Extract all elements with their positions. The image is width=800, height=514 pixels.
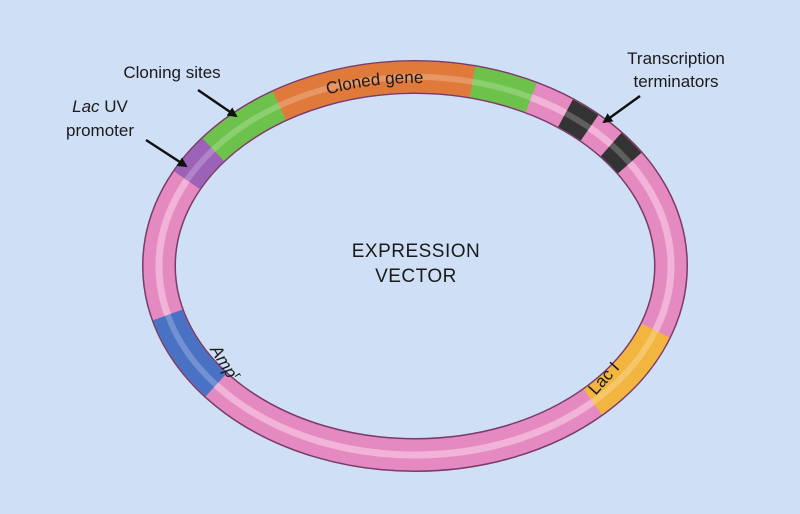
transcription-terminators-label-line2: terminators xyxy=(633,72,718,91)
terminator-segment-1-sheen xyxy=(564,110,592,131)
cloning-site-segment-left-sheen xyxy=(211,102,281,152)
cloning-site-segment-right xyxy=(469,66,537,113)
center-title-line1: EXPRESSION xyxy=(352,241,481,262)
cloning-site-segment-right-sheen xyxy=(472,78,533,101)
lac-i-segment xyxy=(583,323,670,415)
center-title-line2: VECTOR xyxy=(375,266,457,287)
promoter-segment xyxy=(174,138,225,190)
terminator-segment-2 xyxy=(600,132,642,174)
lac-i-segment-sheen xyxy=(591,329,659,405)
cloned-gene-segment-sheen xyxy=(278,73,474,109)
terminator-segment-1 xyxy=(558,99,599,141)
lac-uv-promoter-label-line1: Lac UV xyxy=(72,97,128,116)
lac-uv-promoter-label-line2: promoter xyxy=(66,121,134,140)
amp-resistance-segment xyxy=(153,309,227,397)
cloning-sites-arrow xyxy=(197,88,238,118)
terminators-arrow xyxy=(602,94,641,124)
promoter-arrow xyxy=(145,138,188,168)
cloning-site-segment-left xyxy=(202,91,287,162)
plasmid-segments xyxy=(153,61,670,415)
promoter-segment-sheen xyxy=(184,147,216,182)
cloned-gene-segment xyxy=(272,61,476,120)
cloning-sites-label: Cloning sites xyxy=(123,63,220,82)
terminator-segment-2-sheen xyxy=(609,142,632,166)
amp-resistance-segment-sheen xyxy=(164,313,219,388)
transcription-terminators-label-line1: Transcription xyxy=(627,49,725,68)
